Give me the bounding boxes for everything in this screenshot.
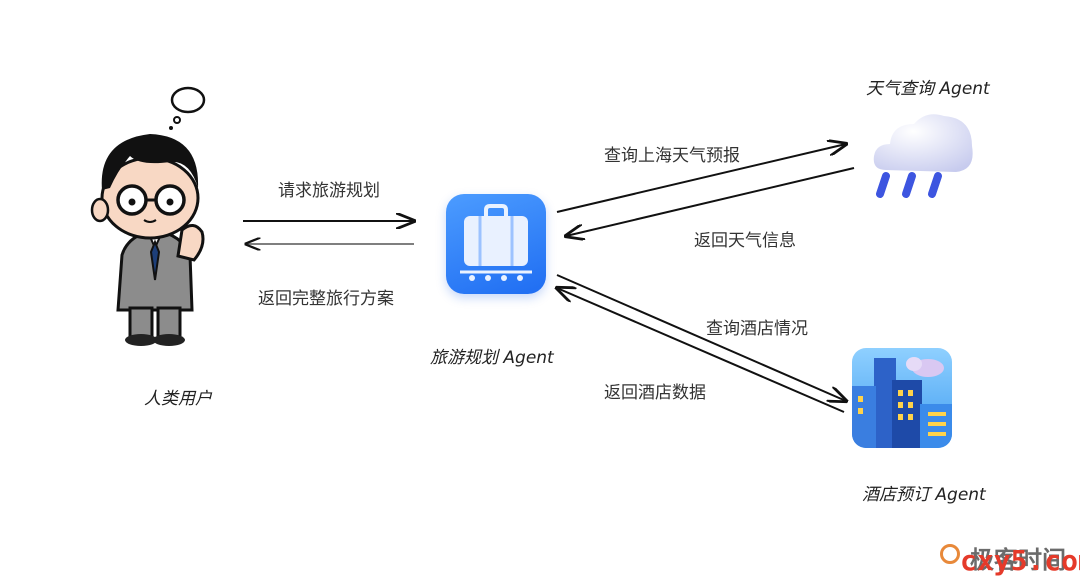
watermark-logo-icon: [940, 544, 960, 564]
arrow-return-weather: [566, 167, 855, 236]
label-query-hotel: 查询酒店情况: [706, 319, 808, 339]
luggage-icon: [460, 204, 532, 281]
city-buildings-icon: [852, 357, 952, 448]
arrow-query-weather: [556, 144, 846, 213]
label-request-plan: 请求旅游规划: [278, 181, 380, 201]
businessman-thinking-icon: [90, 86, 206, 346]
arrow-query-hotel: [556, 274, 846, 401]
human-user-node: [70, 70, 240, 359]
hotel-agent-caption: 酒店预订 Agent: [862, 485, 986, 505]
watermark-site: cxy5.com: [960, 544, 1080, 577]
hotel-agent-node: [852, 348, 952, 448]
label-return-hotel: 返回酒店数据: [604, 383, 706, 403]
planner-agent-caption: 旅游规划 Agent: [430, 348, 554, 368]
label-return-weather: 返回天气信息: [694, 231, 796, 251]
rain-cloud-icon: [873, 114, 973, 198]
watermark-brand: 极客时间: [970, 546, 1066, 574]
weather-agent-node: [868, 106, 980, 210]
label-query-weather: 查询上海天气预报: [604, 146, 740, 166]
weather-agent-caption: 天气查询 Agent: [866, 79, 990, 99]
label-return-plan: 返回完整旅行方案: [258, 289, 394, 309]
human-user-caption: 人类用户: [144, 389, 212, 409]
arrow-return-hotel: [557, 288, 845, 413]
planner-agent-node: [446, 194, 546, 294]
